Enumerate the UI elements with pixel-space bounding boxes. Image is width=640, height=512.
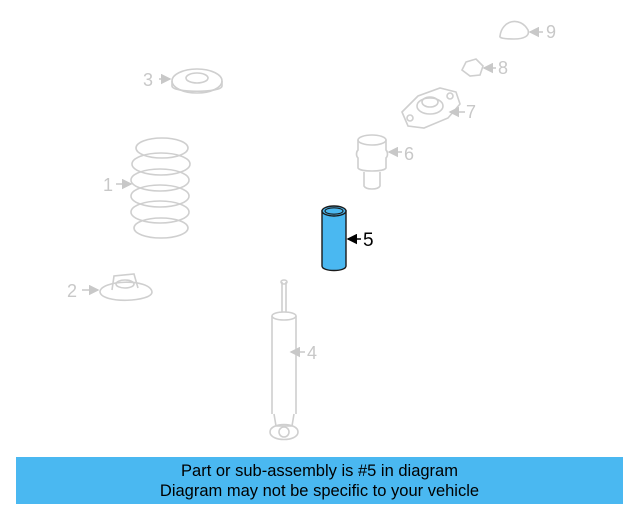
callout-2: 2: [67, 281, 77, 301]
part-2-lower-seat[interactable]: 2: [67, 273, 153, 302]
part-8-nut[interactable]: 8: [460, 58, 508, 78]
part-4-shock-absorber[interactable]: 4: [269, 279, 317, 441]
callout-4: 4: [307, 343, 317, 363]
callout-5: 5: [363, 230, 374, 251]
info-banner: Part or sub-assembly is #5 in diagram Di…: [16, 457, 623, 504]
callout-6: 6: [404, 144, 414, 164]
part-1-coil-spring[interactable]: 1: [103, 137, 191, 239]
part-9-cap[interactable]: 9: [499, 20, 556, 42]
callout-3: 3: [143, 70, 153, 90]
callout-8: 8: [498, 58, 508, 78]
banner-line-1: Part or sub-assembly is #5 in diagram: [181, 462, 458, 480]
banner-line-2: Diagram may not be specific to your vehi…: [159, 482, 480, 500]
part-6-bump-stop[interactable]: 6: [355, 134, 415, 190]
part-3-spring-seat[interactable]: 3: [143, 68, 223, 94]
part-7-mount[interactable]: 7: [401, 87, 476, 129]
callout-9: 9: [546, 22, 556, 42]
part-5-dust-boot[interactable]: 5: [321, 205, 374, 272]
callout-1: 1: [103, 175, 113, 195]
callout-7: 7: [466, 102, 476, 122]
